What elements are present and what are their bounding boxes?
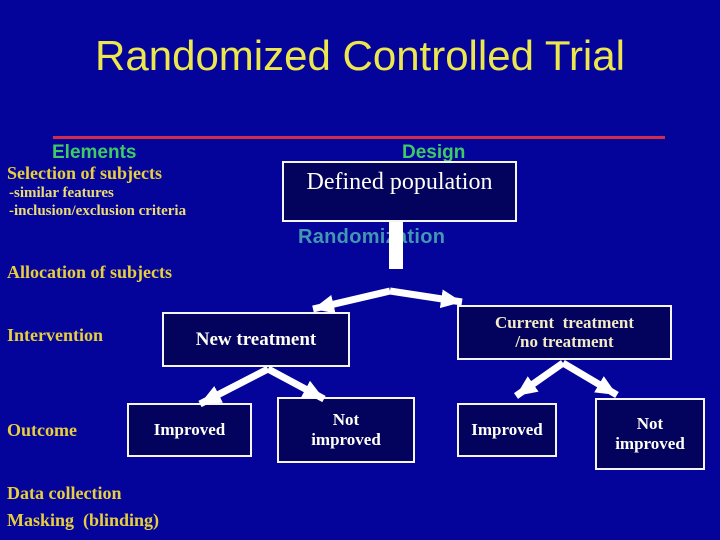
label-masking-blinding: Masking (blinding) bbox=[7, 510, 160, 530]
label-randomization: Randomization bbox=[298, 226, 446, 248]
label-allocation-of-subjects: Allocation of subjects bbox=[7, 262, 172, 282]
bullet-inclusion-exclusion-criteria: -inclusion/exclusion criteria bbox=[9, 203, 187, 219]
arrow-new-to-improved-icon bbox=[198, 365, 270, 408]
divider-line bbox=[53, 136, 665, 139]
box-new-treatment: New treatment bbox=[162, 312, 350, 367]
arrow-to-new-treatment-icon bbox=[312, 287, 391, 314]
arrow-to-current-treatment-icon bbox=[389, 287, 463, 309]
box-new-treatment-label: New treatment bbox=[195, 328, 317, 350]
label-outcome: Outcome bbox=[7, 420, 77, 440]
box-improved-left: Improved bbox=[127, 403, 252, 457]
arrow-current-to-not-improved-icon bbox=[561, 359, 619, 399]
label-intervention: Intervention bbox=[7, 325, 103, 345]
arrow-new-to-not-improved-icon bbox=[266, 365, 326, 403]
bullet-similar-features: -similar features bbox=[9, 185, 114, 201]
column-header-elements: Elements bbox=[52, 142, 137, 163]
box-improved-left-label: Improved bbox=[153, 420, 226, 440]
label-selection-of-subjects: Selection of subjects bbox=[7, 163, 162, 183]
slide-title: Randomized Controlled Trial bbox=[95, 32, 625, 79]
label-data-collection: Data collection bbox=[7, 483, 122, 503]
box-not-improved-left-label: Not improved bbox=[311, 410, 381, 449]
box-not-improved-left: Not improved bbox=[277, 397, 415, 463]
box-improved-right: Improved bbox=[457, 403, 557, 457]
box-not-improved-right-label: Not improved bbox=[615, 414, 685, 453]
box-not-improved-right: Not improved bbox=[595, 398, 705, 470]
box-defined-population: Defined population bbox=[282, 161, 517, 222]
box-current-treatment: Current treatment /no treatment bbox=[457, 305, 672, 360]
column-header-design: Design bbox=[402, 142, 466, 163]
box-defined-population-label: Defined population bbox=[306, 169, 493, 195]
box-improved-right-label: Improved bbox=[471, 420, 543, 440]
arrow-current-to-improved-icon bbox=[513, 360, 566, 399]
box-current-treatment-label: Current treatment /no treatment bbox=[494, 313, 635, 351]
